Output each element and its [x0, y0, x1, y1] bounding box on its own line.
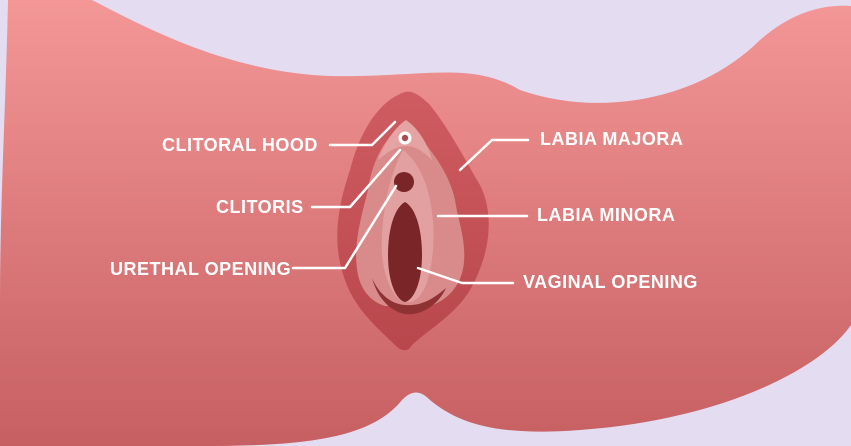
leader-clitoral-hood	[328, 120, 397, 147]
leader-urethral-opening	[291, 184, 398, 270]
label-clitoral-hood: CLITORAL HOOD	[162, 135, 318, 155]
label-labia-minora: LABIA MINORA	[537, 205, 676, 225]
leader-lines	[291, 120, 530, 285]
label-labia-majora: LABIA MAJORA	[540, 129, 684, 149]
label-clitoris: CLITORIS	[216, 197, 304, 217]
leader-clitoris	[310, 148, 402, 209]
label-urethral-opening: URETHAL OPENING	[110, 259, 292, 279]
label-vaginal-opening: VAGINAL OPENING	[523, 272, 698, 292]
urethral-opening	[394, 172, 414, 192]
leader-vaginal-opening	[416, 266, 515, 285]
leader-labia-majora	[458, 138, 530, 172]
vaginal-opening	[388, 202, 422, 302]
inner-fold	[372, 278, 446, 315]
clitoris-center	[401, 134, 409, 142]
